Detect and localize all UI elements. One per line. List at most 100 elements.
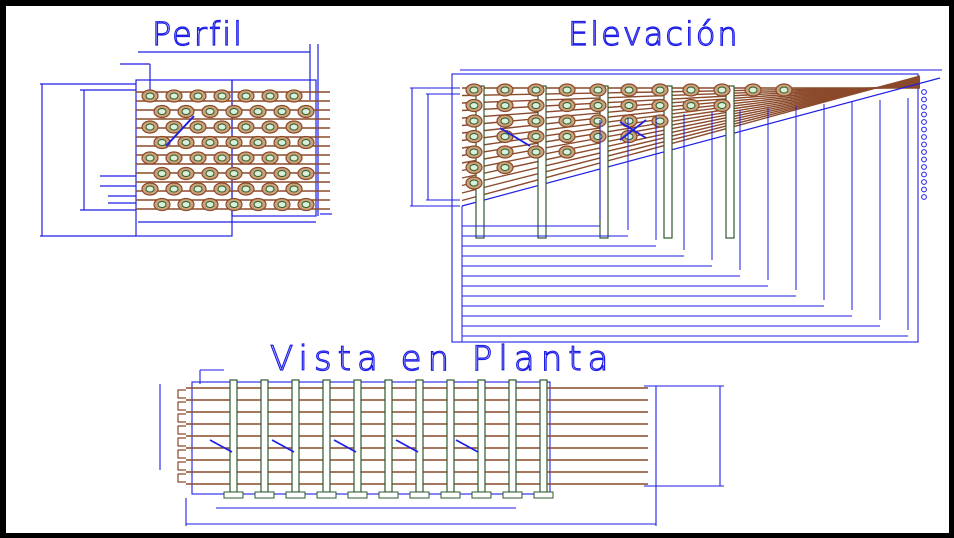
tube-inner (301, 170, 311, 177)
tube-inner (181, 139, 191, 146)
node-dot (921, 89, 927, 95)
tube-inner (217, 123, 227, 131)
tube-inner (181, 108, 191, 115)
header-stub (177, 449, 186, 459)
tube-inner (217, 92, 227, 100)
elevation-frame (451, 73, 919, 343)
plan-post-foot (409, 491, 430, 499)
tube-inner (205, 108, 215, 115)
profile-view-title: Perfil (151, 15, 245, 53)
plan-post-foot (223, 491, 244, 499)
plan-post (353, 379, 362, 493)
tube-inner (593, 86, 603, 94)
tube-inner (289, 154, 299, 162)
tube-inner (265, 123, 275, 131)
tube-inner (469, 179, 479, 187)
plan-tick (271, 439, 295, 453)
tube-inner (500, 164, 510, 171)
tube-inner (562, 86, 572, 94)
plan-post-foot (378, 491, 399, 499)
tube-inner (157, 201, 167, 208)
profile-view (40, 44, 332, 237)
tube-inner (229, 108, 239, 115)
tube-inner (717, 102, 727, 109)
tube-inner (469, 102, 479, 109)
tube-inner (229, 170, 239, 177)
node-dot (921, 119, 927, 125)
node-dot (921, 134, 927, 140)
tube-inner (205, 201, 215, 208)
header-stub (177, 461, 186, 471)
support-post (725, 85, 735, 239)
tube-inner (717, 86, 727, 94)
plan-post-foot (502, 491, 523, 499)
node-dot (921, 171, 927, 178)
tube-inner (686, 102, 696, 109)
plan-post (415, 379, 424, 493)
tube-inner (277, 201, 287, 208)
node-dot (921, 149, 927, 155)
tube-inner (593, 117, 603, 125)
plan-tick (455, 439, 479, 453)
tube-inner (531, 148, 541, 156)
tube-inner (655, 86, 665, 94)
tube-inner (253, 170, 263, 177)
node-dot (921, 126, 927, 133)
tube-inner (253, 139, 263, 146)
plan-post (260, 379, 269, 493)
plan-post-foot (347, 491, 368, 499)
tube-inner (748, 86, 758, 94)
tube-inner (169, 92, 179, 100)
tube-inner (193, 123, 203, 131)
tube-inner (193, 185, 203, 193)
tube-inner (562, 133, 572, 140)
tube-inner (241, 154, 251, 162)
tube-inner (193, 92, 203, 100)
plan-post-foot (316, 491, 337, 499)
tube-inner (205, 139, 215, 146)
node-dot (921, 156, 927, 163)
tube-inner (253, 201, 263, 208)
tube-inner (205, 170, 215, 177)
plan-post-foot (471, 491, 492, 499)
tube-inner (500, 117, 510, 125)
tube-inner (169, 185, 179, 193)
node-dot (921, 179, 927, 185)
tube-inner (145, 92, 155, 100)
tube-inner (531, 117, 541, 125)
plan-post (446, 379, 455, 493)
tube-inner (289, 185, 299, 193)
plan-post (322, 379, 331, 493)
plan-post-foot (254, 491, 275, 499)
tube-inner (181, 170, 191, 177)
tube-inner (289, 92, 299, 100)
tube-inner (562, 148, 572, 156)
header-stub (177, 389, 186, 399)
tube-inner (229, 139, 239, 146)
tube-inner (469, 86, 479, 94)
tube-inner (145, 185, 155, 193)
tube-inner (145, 123, 155, 131)
header-stub (177, 437, 186, 447)
tube-inner (624, 102, 634, 109)
plan-post (229, 379, 238, 493)
tube-inner (277, 170, 287, 177)
tube-inner (157, 170, 167, 177)
tube-inner (562, 117, 572, 125)
tube-inner (193, 154, 203, 162)
plan-post (291, 379, 300, 493)
tube-inner (531, 102, 541, 109)
plan-tick (395, 439, 419, 453)
tube-inner (469, 148, 479, 156)
tube-inner (145, 154, 155, 162)
node-dot (921, 141, 927, 148)
plan-post-foot (285, 491, 306, 499)
plan-post-foot (440, 491, 461, 499)
header-stub (177, 473, 186, 483)
node-dot (921, 194, 927, 200)
header-stub (177, 401, 186, 411)
plan-post (508, 379, 517, 493)
tube-inner (217, 154, 227, 162)
